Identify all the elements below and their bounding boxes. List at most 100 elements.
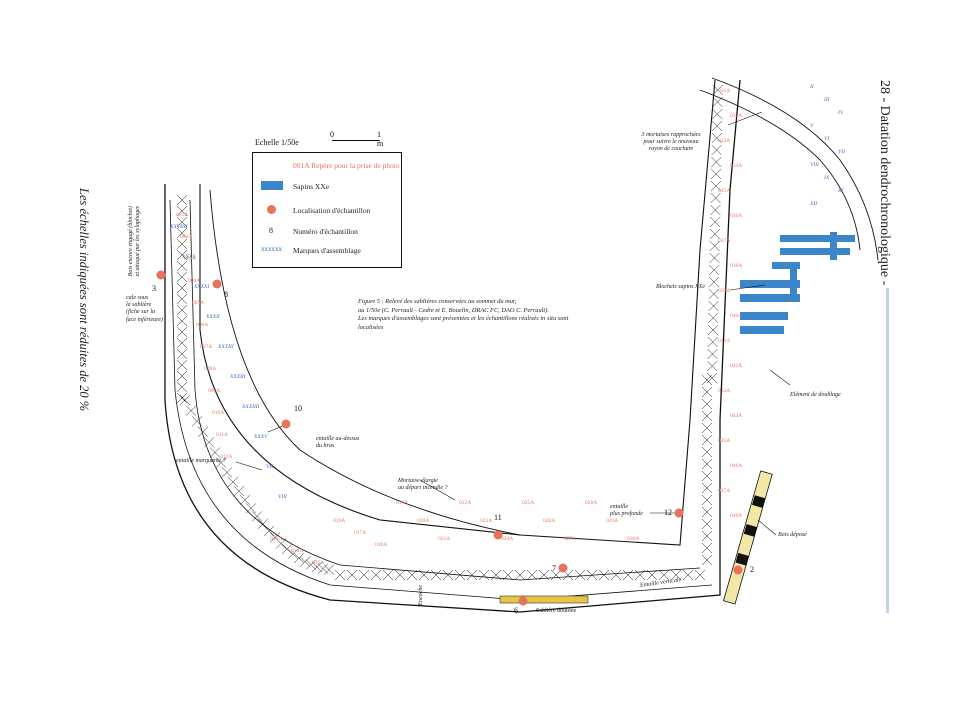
sabliere-doublee-strip (499, 595, 589, 604)
timber-cross (191, 416, 203, 427)
assembly-mark: II (810, 84, 814, 90)
assembly-mark: VIII (278, 494, 287, 500)
timber-cross (707, 360, 718, 372)
timber-cross (176, 282, 188, 294)
timber-cross (710, 192, 721, 204)
timber-cross (197, 426, 209, 438)
photo-mark: 023A (480, 518, 493, 524)
timber-cross (694, 569, 706, 581)
timber-cross (709, 252, 720, 264)
note-doublage: Elément de doublage (790, 392, 841, 398)
photo-mark: 025A (522, 500, 535, 506)
timber-cross (708, 300, 719, 312)
side-blue-rule (886, 288, 889, 613)
assembly-mark: VIII (810, 162, 819, 168)
timber-cross (245, 503, 257, 514)
photo-mark: 022A (459, 500, 472, 506)
timber-cross (701, 410, 713, 422)
timber-cross (176, 315, 188, 327)
note-entaille-marquante: entaille marquante ? (176, 458, 226, 464)
timber-cross (215, 457, 227, 468)
assembly-mark: XXXIII (218, 344, 234, 350)
photo-mark: 019A (396, 500, 409, 506)
sample-number-11: 11 (494, 513, 502, 522)
timber-cross (185, 405, 197, 416)
timber-cross (299, 556, 311, 567)
figure-caption: Figure 5 : Relevé des sablières conservé… (358, 298, 638, 333)
timber-cross (323, 564, 335, 575)
timber-cross (263, 525, 275, 537)
timber-cross (550, 569, 562, 581)
timber-cross (646, 569, 658, 581)
side-title: 28 - Datation dendrochronologique - (877, 80, 892, 286)
assembly-mark: XXXV (254, 434, 268, 440)
assembly-mark: IV (838, 110, 844, 116)
timber-cross (710, 168, 722, 180)
timber-cross (466, 569, 478, 581)
timber-cross (490, 569, 502, 581)
assembly-mark: XXXII (206, 314, 220, 320)
timber-cross (287, 548, 299, 559)
photo-mark: 040A (730, 313, 743, 319)
timber-cross (176, 337, 188, 349)
timber-cross (233, 485, 245, 497)
photo-mark: 010A (212, 410, 225, 416)
photo-mark: 043A (718, 388, 731, 394)
timber-cross (610, 569, 622, 581)
sample-number-12: 12 (664, 508, 672, 517)
assembly-mark: XXXX (182, 254, 196, 260)
timber-cross (176, 392, 188, 404)
photo-mark: 044A (730, 413, 743, 419)
photo-mark: 007A (200, 344, 213, 350)
photo-mark: 037A (718, 238, 731, 244)
photo-mark: 028A (585, 500, 598, 506)
timber-cross (281, 543, 293, 555)
timber-cross (176, 271, 188, 283)
timber-cross (622, 569, 634, 581)
photo-mark: 016A (333, 518, 346, 524)
note-encoche: Encoche (418, 585, 424, 606)
timber-cross (708, 288, 719, 300)
timber-cross (176, 359, 188, 371)
photo-mark: 042A (730, 363, 743, 369)
timber-cross (701, 482, 713, 494)
scale-line (332, 140, 380, 141)
timber-cross (209, 447, 221, 458)
timber-cross (711, 156, 722, 168)
legend-blue-swatch (261, 181, 283, 190)
timber-cross (701, 494, 713, 506)
timber-cross (442, 569, 454, 581)
timber-cross (418, 569, 430, 581)
photo-mark: 001A (176, 212, 189, 218)
legend-numeral: 8 (269, 226, 273, 235)
timber-cross (701, 458, 713, 470)
photo-mark: 020A (417, 518, 430, 524)
assembly-mark: V (810, 123, 814, 129)
assembly-mark: III (824, 97, 830, 103)
timber-cross (701, 542, 713, 554)
timber-cross (239, 494, 251, 506)
timber-cross (370, 569, 382, 581)
timber-cross (670, 569, 682, 581)
timber-cross (634, 569, 646, 581)
photo-mark: 018A (375, 542, 388, 548)
timber-cross (707, 336, 718, 348)
note-bois-encore: Bois encore engagé (blochet)et attaqué p… (128, 206, 142, 277)
timber-cross (176, 194, 188, 206)
assembly-mark: IX (824, 175, 830, 181)
sample-number-6: 6 (514, 606, 518, 615)
sample-number-8: 8 (224, 290, 228, 299)
assembly-mark: XII (810, 201, 818, 207)
photo-mark: 036A (730, 213, 743, 219)
timber-cross (709, 216, 721, 228)
photo-mark: 011A (216, 432, 229, 438)
assembly-mark: VII (838, 149, 846, 155)
timber-cross (711, 120, 723, 132)
caption-line-1: Figure 5 : Relevé des sablières conservé… (358, 298, 517, 305)
timber-cross (701, 398, 713, 410)
timber-cross (251, 511, 263, 522)
legend-photo: 001A Repère pour la prise de photo (293, 161, 400, 170)
photo-mark: 008A (204, 366, 217, 372)
timber-cross (478, 569, 490, 581)
